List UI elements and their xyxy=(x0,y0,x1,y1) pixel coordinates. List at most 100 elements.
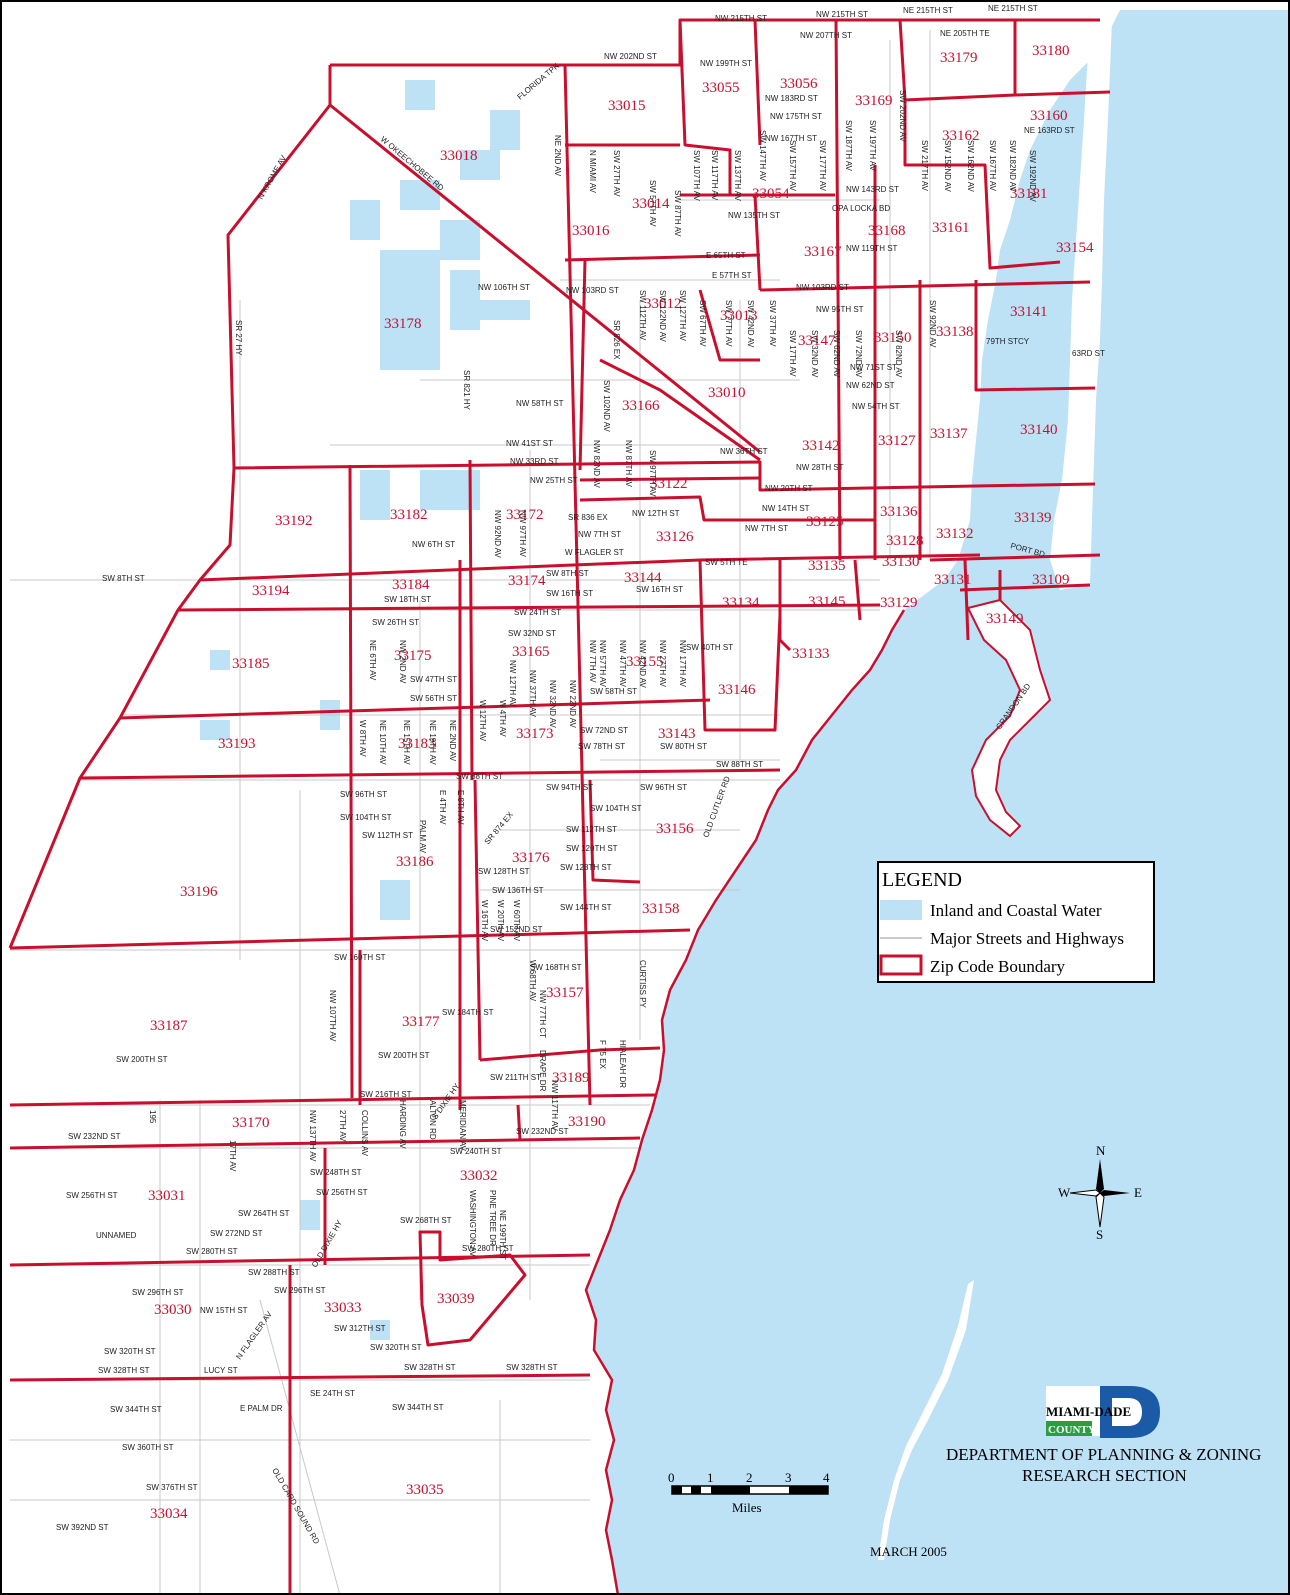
street-label: SW 117TH AV xyxy=(710,150,719,201)
street-label: SW 211TH ST xyxy=(490,1073,541,1082)
north-arrow-icon: N E S W xyxy=(1058,1143,1142,1242)
street-label: NW 27TH AV xyxy=(658,640,667,688)
street-label: NW 58TH ST xyxy=(516,399,564,408)
street-label: SW 264TH ST xyxy=(238,1209,290,1218)
street-label: SW 16TH ST xyxy=(546,589,593,598)
scale-tick-1: 1 xyxy=(707,1470,714,1485)
zip-label: 33187 xyxy=(150,1018,188,1034)
zip-label: 33128 xyxy=(886,533,924,549)
logo-text-line2: COUNTY xyxy=(1048,1424,1096,1436)
street-label: SW 162ND AV xyxy=(966,140,975,193)
scale-unit: Miles xyxy=(732,1500,762,1515)
zip-label: 33132 xyxy=(936,526,974,542)
miami-dade-logo: MIAMI-DADE COUNTY xyxy=(1046,1386,1160,1438)
street-label: PALM AV xyxy=(418,820,427,854)
street-label: COLLINS AV xyxy=(360,1110,369,1157)
coastline xyxy=(584,609,906,1595)
zip-label: 33033 xyxy=(324,1300,362,1316)
zip-label: 33122 xyxy=(650,476,688,492)
zip-label: 33126 xyxy=(656,529,694,545)
zip-label: 33193 xyxy=(218,736,256,752)
street-label: OPA LOCKA BD xyxy=(832,204,890,213)
street-label: SW 94TH ST xyxy=(546,783,593,792)
street-label: NE 215TH ST xyxy=(903,6,953,15)
street-label: NE 215TH ST xyxy=(988,4,1038,13)
street-label: PINE TREE DR xyxy=(488,1190,497,1246)
elliott-key xyxy=(878,1280,974,1560)
street-label: SW 344TH ST xyxy=(392,1403,444,1412)
map-date: MARCH 2005 xyxy=(870,1544,947,1559)
street-label: SW 200TH ST xyxy=(378,1051,430,1060)
street-label: SW 280TH ST xyxy=(186,1247,238,1256)
street-label: NW 106TH ST xyxy=(478,283,530,292)
street-label: SW 177TH AV xyxy=(818,140,827,192)
street-label: SW 320TH ST xyxy=(104,1347,156,1356)
zip-label: 33155 xyxy=(626,654,664,670)
zip-label: 33194 xyxy=(252,583,290,599)
street-label: SW 96TH ST xyxy=(340,790,387,799)
street-label: SW 200TH ST xyxy=(116,1055,168,1064)
zip-label: 33147 xyxy=(798,333,836,349)
zip-label: 33035 xyxy=(406,1482,444,1498)
zip-label: 33170 xyxy=(232,1115,270,1131)
zip-label: 33010 xyxy=(708,385,746,401)
zip-label: 33054 xyxy=(752,186,790,202)
zip-label: 33149 xyxy=(986,611,1024,627)
zip-label: 33135 xyxy=(808,558,846,574)
street-label: E 65TH ST xyxy=(706,251,746,260)
legend-title: LEGEND xyxy=(882,869,962,891)
street-label: SW 87TH AV xyxy=(673,190,682,237)
street-label: NW 12TH ST xyxy=(632,509,680,518)
zip-labels: 33179 33180 33055 33056 33169 33015 3316… xyxy=(148,43,1094,1522)
miami-beach-island xyxy=(1050,20,1112,590)
street-label: SW 320TH ST xyxy=(370,1343,422,1352)
street-label: E 57TH ST xyxy=(712,271,752,280)
street-label: SW 8TH ST xyxy=(102,574,145,583)
street-label: W 68TH AV xyxy=(528,960,537,1002)
zip-label: 33186 xyxy=(396,854,434,870)
street-label: NW 199TH ST xyxy=(700,59,752,68)
street-label: NW 2ND AV xyxy=(398,640,407,684)
street-label: SW 376TH ST xyxy=(146,1483,198,1492)
zip-label: 33134 xyxy=(722,595,760,611)
street-label: SW 5TH TE xyxy=(705,558,748,567)
zip-label: 33165 xyxy=(512,644,550,660)
legend: LEGEND Inland and Coastal Water Major St… xyxy=(877,861,1155,983)
street-label: NW 119TH ST xyxy=(846,244,898,253)
legend-item-streets: Major Streets and Highways xyxy=(930,929,1124,948)
key-biscayne-outline xyxy=(966,598,1052,838)
street-label: NE 6TH AV xyxy=(368,640,377,681)
street-label: SW 24TH ST xyxy=(514,608,561,617)
street-label: NW 215TH ST xyxy=(816,10,868,19)
street-label: SW 104TH ST xyxy=(340,813,392,822)
south-letter: S xyxy=(1096,1227,1103,1242)
zip-label: 33158 xyxy=(642,901,680,917)
street-label: DRAPE DR xyxy=(538,1050,547,1092)
street-label: SW 112TH AV xyxy=(638,290,647,341)
street-label: NW 62ND ST xyxy=(846,381,895,390)
street-label: SW 8TH ST xyxy=(546,569,589,578)
street-label: NW 25TH ST xyxy=(530,476,578,485)
zip-label: 33160 xyxy=(1030,108,1068,124)
zip-label: 33016 xyxy=(572,223,610,239)
street-label: NW 22ND AV xyxy=(568,680,577,729)
street-label: SW 288TH ST xyxy=(248,1268,300,1277)
street-label: SW 328TH ST xyxy=(98,1366,150,1375)
zip-label: 33184 xyxy=(392,577,430,593)
street-label: NE 2ND AV xyxy=(553,135,562,177)
street-label: SW 128TH ST xyxy=(478,867,530,876)
zip-label: 33018 xyxy=(440,148,478,164)
street-label: NW 77TH CT xyxy=(538,990,547,1038)
street-label: ALTON RD xyxy=(428,1100,437,1140)
street-label: SW 197TH AV xyxy=(868,120,877,172)
zip-label: 33162 xyxy=(942,128,980,144)
street-label: NW 135TH ST xyxy=(728,211,780,220)
street-label: SW 184TH ST xyxy=(442,1008,494,1017)
street-label: NW 12TH AV xyxy=(508,660,517,708)
street-label: SE 24TH ST xyxy=(310,1389,355,1398)
scale-bar: 0 1 2 3 4 Miles xyxy=(668,1470,830,1515)
street-label: NW 47TH AV xyxy=(618,640,627,688)
street-label: SW 256TH ST xyxy=(66,1191,118,1200)
street-label: 27TH AV xyxy=(338,1110,347,1142)
zip-label: 33146 xyxy=(718,682,756,698)
